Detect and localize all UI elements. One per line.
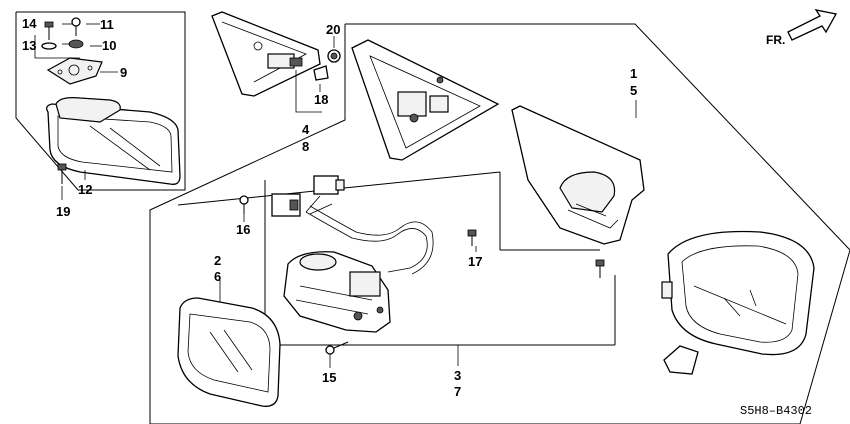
mirror-skull-cap — [661, 230, 815, 356]
drawing-code: S5H8–B4302 — [740, 404, 812, 418]
screw-16 — [239, 195, 249, 214]
rearview-mirror-assembly — [46, 97, 181, 185]
callout-11: 11 — [100, 17, 114, 32]
connector-b — [313, 175, 345, 195]
callout-6: 6 — [214, 269, 221, 284]
inside-mirror-group-frame — [15, 11, 186, 191]
callout-2: 2 — [214, 253, 221, 268]
callout-12: 12 — [78, 182, 92, 197]
washer-13 — [41, 42, 57, 50]
mirror-actuator — [283, 251, 391, 333]
connector-a — [271, 193, 301, 217]
callout-4: 4 — [302, 122, 310, 137]
callout-8: 8 — [302, 139, 309, 154]
callout-20: 20 — [326, 22, 340, 37]
nut-10 — [68, 39, 84, 49]
callout-17: 17 — [468, 254, 482, 269]
mirror-base-cover — [351, 39, 500, 161]
callout-14: 14 — [22, 16, 37, 31]
actuator-harness — [305, 195, 434, 275]
callout-16: 16 — [236, 222, 250, 237]
front-direction-arrow — [787, 9, 838, 41]
clip-18 — [313, 65, 329, 81]
callout-15: 15 — [322, 370, 336, 385]
nut-20 — [327, 49, 341, 63]
callout-1: 1 — [630, 66, 637, 81]
screw-housing — [595, 259, 605, 278]
front-direction-label: FR. — [766, 33, 785, 47]
callout-19: 19 — [56, 204, 70, 219]
callout-7: 7 — [454, 384, 461, 399]
callout-18: 18 — [314, 92, 328, 107]
callout-5: 5 — [630, 83, 637, 98]
callout-9: 9 — [120, 65, 127, 80]
inner-garnish — [211, 11, 321, 97]
screw-17 — [467, 229, 477, 246]
bracket-13-leader — [34, 35, 80, 59]
screw-11 — [71, 17, 81, 36]
cap-clip — [663, 345, 699, 375]
screw-19 — [57, 163, 67, 184]
mirror-base-plate — [46, 57, 103, 85]
screw-14 — [44, 21, 54, 40]
mirror-housing-base — [511, 105, 645, 245]
callout-3: 3 — [454, 368, 461, 383]
screw-15 — [325, 341, 349, 355]
mirror-glass — [177, 297, 281, 407]
leader-lines — [61, 23, 637, 368]
callout-10: 10 — [102, 38, 116, 53]
callout-13: 13 — [22, 38, 36, 53]
